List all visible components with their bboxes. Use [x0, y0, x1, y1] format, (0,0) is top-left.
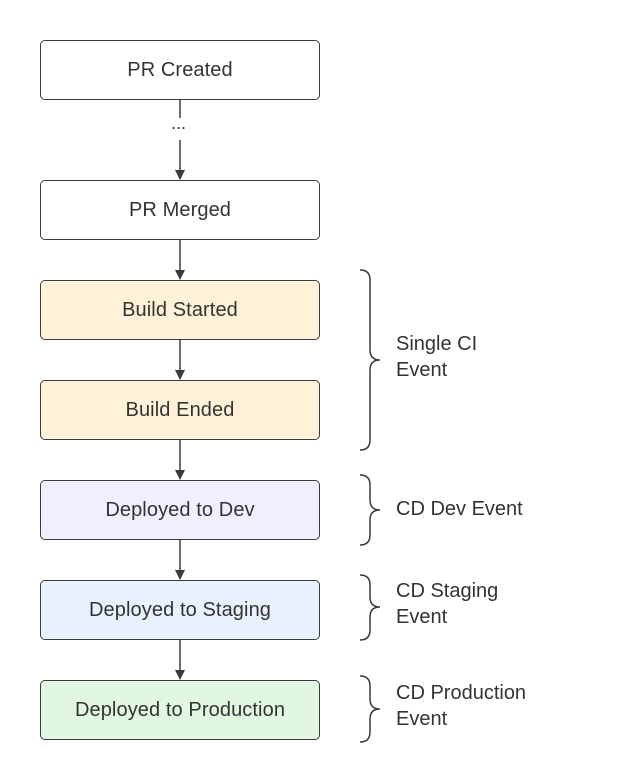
brace-cd-dev	[359, 474, 381, 546]
node-pr-merged: PR Merged	[40, 180, 320, 240]
node-pr-merged-label: PR Merged	[128, 198, 232, 221]
node-deployed-dev-label: Deployed to Dev	[105, 498, 255, 521]
group-label-cd-production-line1: CD Production	[396, 682, 527, 704]
group-label-ci-line1: Single CI	[396, 333, 478, 355]
node-build-ended: Build Ended	[40, 380, 320, 440]
brace-ci	[359, 269, 381, 451]
group-label-cd-staging: CD Staging Event	[396, 578, 498, 630]
node-deployed-production-label: Deployed to Production	[74, 698, 286, 721]
brace-cd-staging	[359, 574, 381, 641]
node-pr-created: PR Created	[40, 40, 320, 100]
node-build-ended-label: Build Ended	[125, 398, 235, 421]
node-deployed-staging-label: Deployed to Staging	[88, 598, 272, 621]
node-build-started-label: Build Started	[122, 298, 238, 321]
group-label-cd-dev-line1: CD Dev Event	[396, 498, 523, 520]
ellipsis-gap: ...	[171, 113, 187, 133]
node-pr-created-label: PR Created	[127, 58, 233, 81]
group-label-ci: Single CI Event	[396, 331, 477, 383]
group-label-cd-dev: CD Dev Event	[396, 496, 523, 522]
group-label-cd-production: CD Production Event	[396, 680, 526, 732]
group-label-cd-production-line2: Event	[396, 708, 448, 730]
node-deployed-production: Deployed to Production	[40, 680, 320, 740]
node-deployed-dev: Deployed to Dev	[40, 480, 320, 540]
group-label-cd-staging-line2: Event	[396, 606, 448, 628]
group-label-cd-staging-line1: CD Staging	[396, 580, 499, 602]
brace-cd-production	[359, 675, 381, 743]
node-build-started: Build Started	[40, 280, 320, 340]
node-deployed-staging: Deployed to Staging	[40, 580, 320, 640]
group-label-ci-line2: Event	[396, 359, 448, 381]
